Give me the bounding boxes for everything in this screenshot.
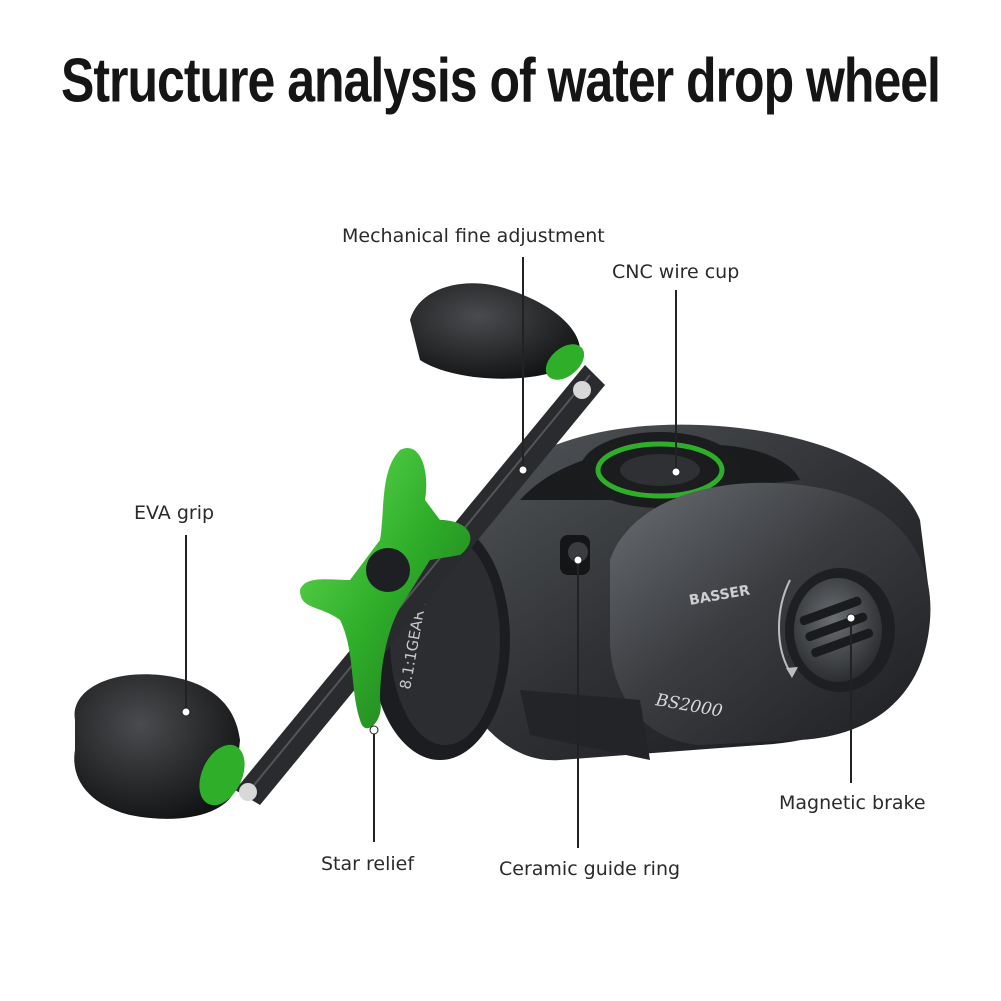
star-drag	[300, 448, 471, 729]
callout-lines	[185, 257, 852, 848]
label-eva-grip: EVA grip	[134, 502, 215, 524]
lower-eva-grip-knob	[74, 674, 245, 819]
upper-grip-knob	[410, 283, 585, 380]
dot-magnetic-brake	[846, 613, 856, 623]
label-ceramic-guide-ring: Ceramic guide ring	[499, 858, 681, 880]
callout-dots	[181, 465, 856, 735]
dot-cnc-wire-cup	[671, 467, 681, 477]
page-title: Structure analysis of water drop wheel	[61, 45, 941, 116]
thumb-bar	[520, 690, 650, 760]
dot-eva-grip	[181, 707, 191, 717]
magnetic-brake-dial	[778, 568, 895, 692]
dot-mechanical-fine-adjustment	[518, 465, 528, 475]
label-cnc-wire-cup: CNC wire cup	[612, 261, 740, 283]
spool-cup	[580, 432, 740, 508]
dot-star-relief	[369, 725, 379, 735]
dot-ceramic-guide-ring	[573, 555, 583, 565]
line-guide	[560, 535, 590, 575]
label-star-relief: Star relief	[321, 853, 415, 875]
label-magnetic-brake: Magnetic brake	[779, 792, 926, 814]
label-mechanical-fine-adjustment: Mechanical fine adjustment	[342, 225, 605, 247]
